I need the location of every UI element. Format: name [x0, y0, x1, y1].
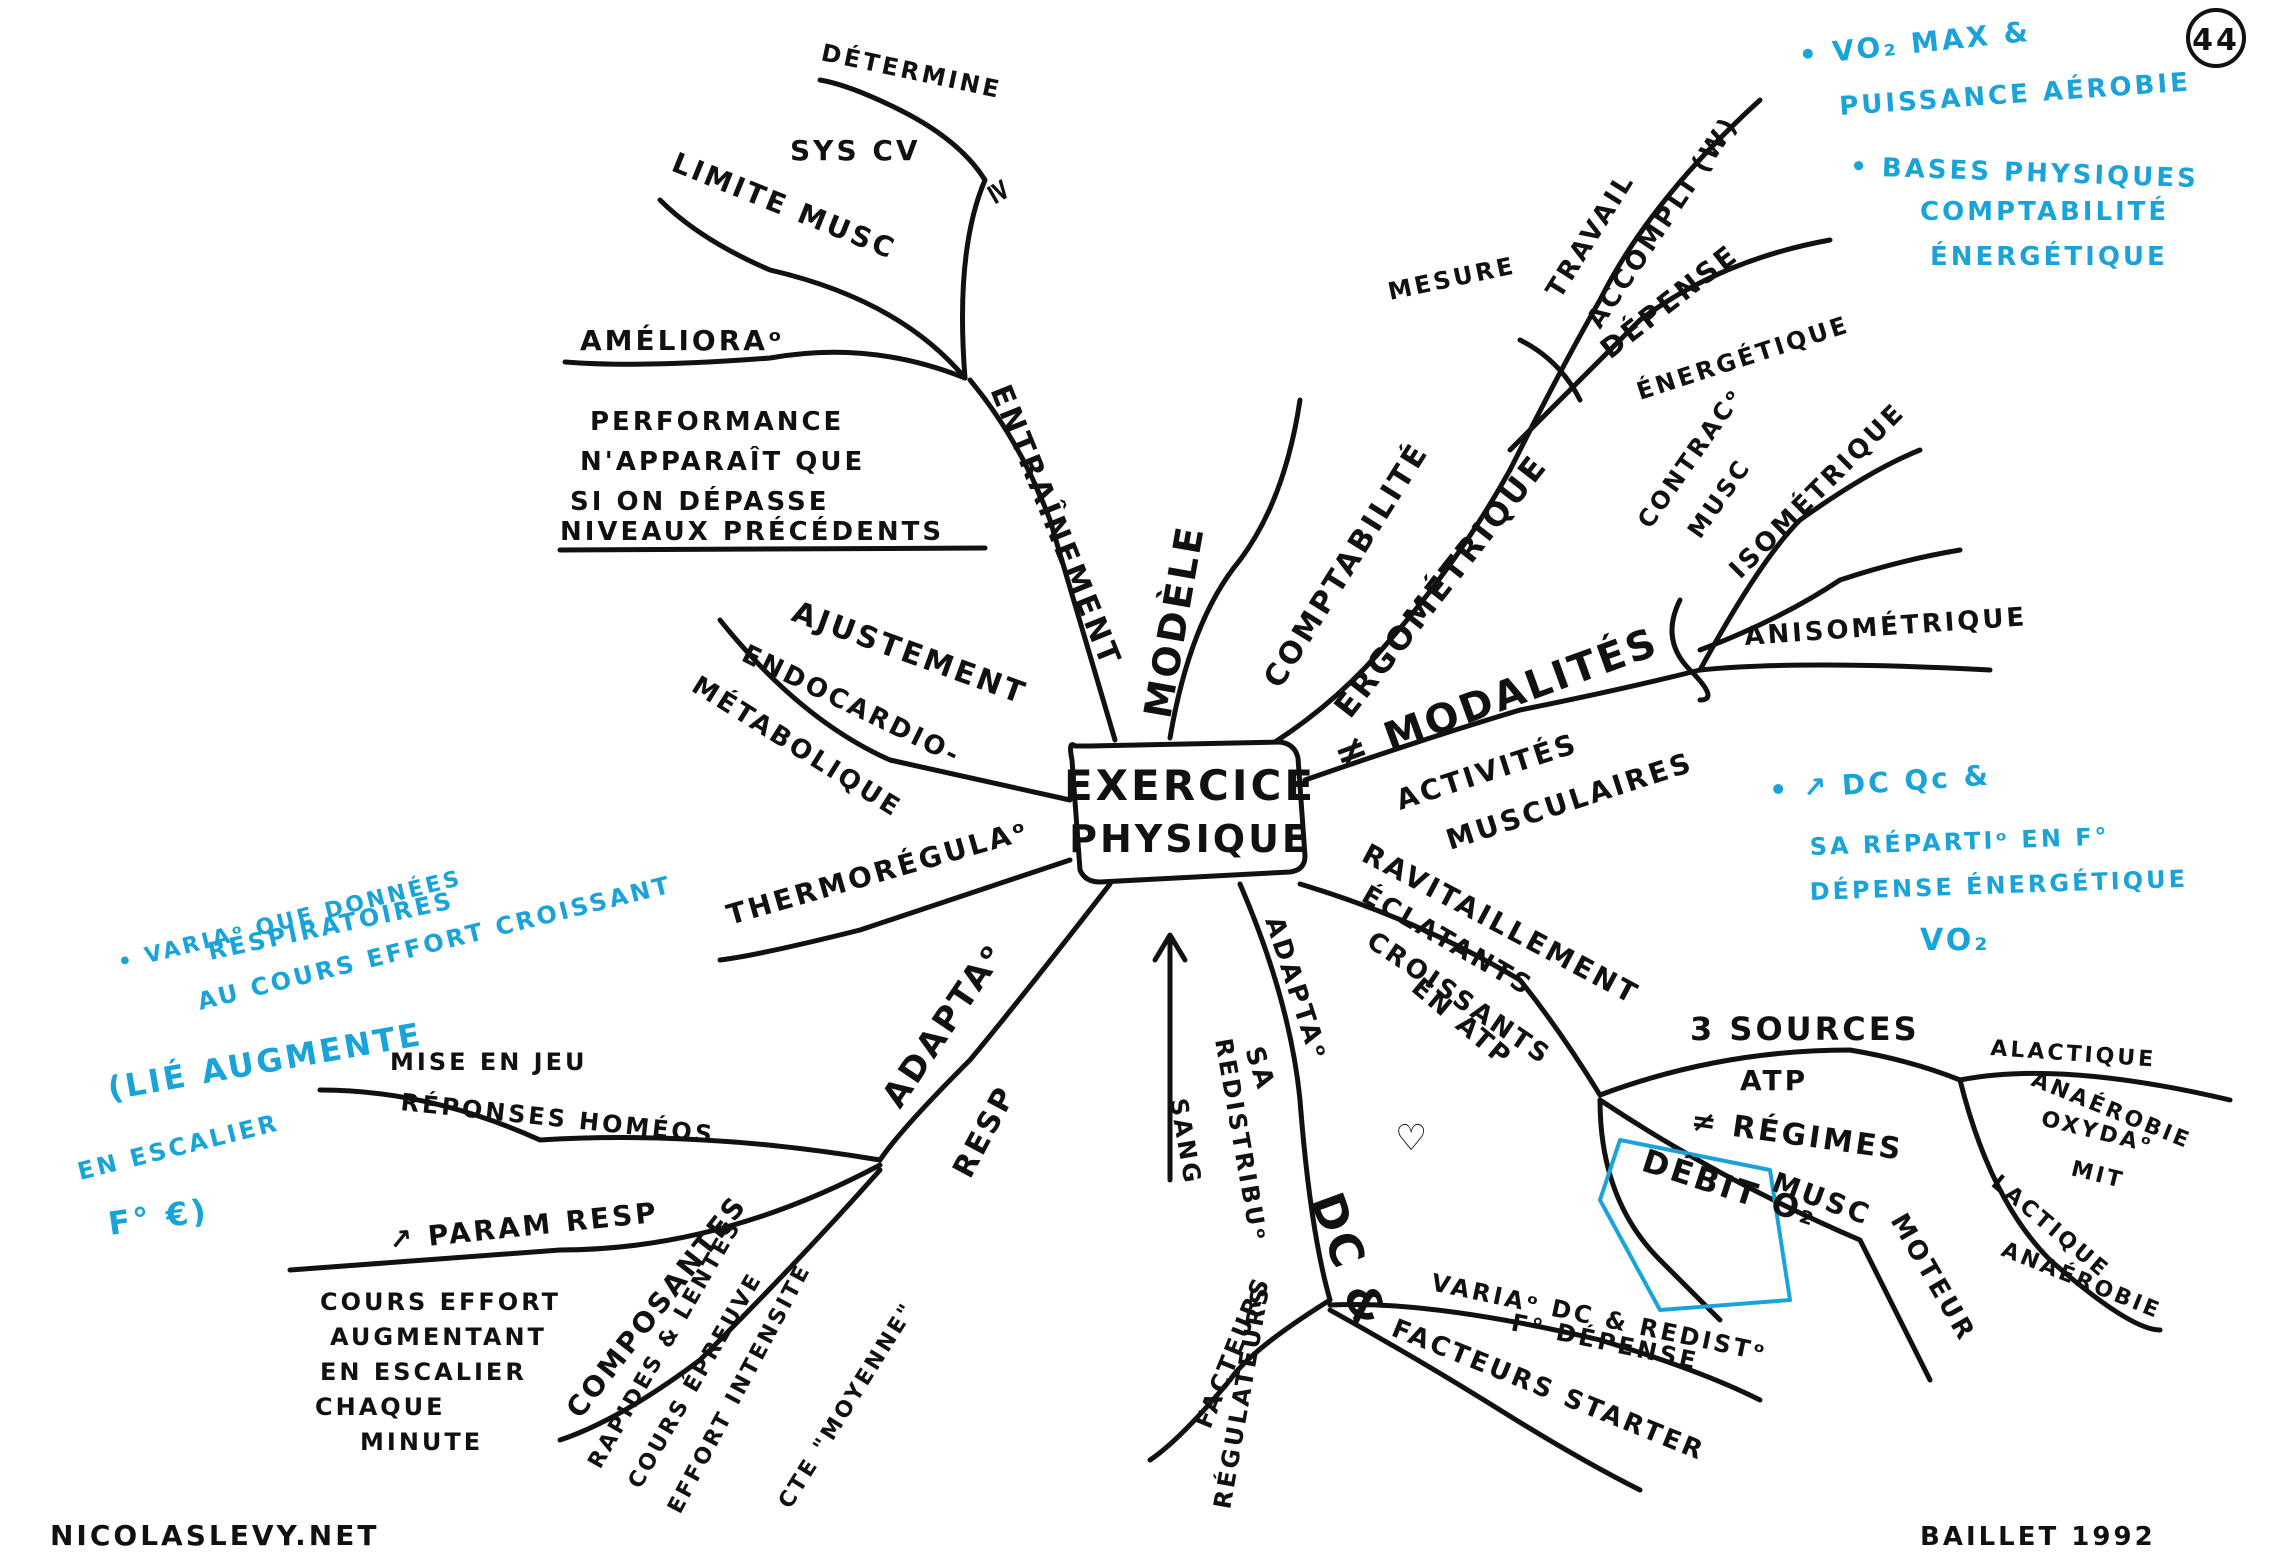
text-napparait: N'APPARAÎT QUE — [580, 445, 865, 477]
footer-website: NICOLASLEVY.NET — [50, 1519, 379, 1552]
branch-anaerobie — [1957, 1077, 2163, 1333]
branch-adaptation-resp — [877, 881, 1113, 1163]
branch-facteurs-starter — [1327, 1307, 1643, 1493]
label-isometrique: ISOMÉTRIQUE — [1722, 396, 1911, 585]
label-adaptation-sa: ADAPTAᵒ — [1258, 913, 1333, 1065]
note-depense-energetique: DÉPENSE ÉNERGÉTIQUE — [1809, 864, 2188, 906]
text-augmentant: AUGMENTANT — [330, 1323, 547, 1351]
note-bases-physiques: • BASES PHYSIQUES — [1850, 152, 2199, 194]
branch-modele — [1167, 397, 1303, 741]
branch-entrainement-amelioration — [562, 349, 968, 381]
branch-alactique — [1957, 1070, 2233, 1103]
debit-o2-highlight-box — [1598, 1138, 1792, 1312]
branch-contrac — [1697, 447, 1923, 673]
label-alactique: ALACTIQUE — [1990, 1036, 2157, 1073]
note-puissance-aerobie: PUISSANCE AÉROBIE — [1838, 65, 2192, 121]
label-mit: MIT — [2069, 1157, 2128, 1194]
text-performance: PERFORMANCE — [590, 407, 844, 437]
branch-facteurs-regulateurs — [1147, 1297, 1333, 1463]
center-title-line2: PHYSIQUE — [1069, 817, 1311, 861]
branch-mise-en-jeu — [317, 1087, 883, 1163]
branch-ravitaillement — [1297, 881, 1603, 1098]
branch-moteur — [1597, 1097, 1933, 1383]
text-niveaux: NIVEAUX PRÉCÉDENTS — [560, 515, 944, 547]
label-3-sources: 3 SOURCES — [1690, 1010, 1920, 1048]
label-resp: RESP — [946, 1080, 1023, 1184]
note-comptabilite: COMPTABILITÉ — [1920, 195, 2169, 227]
label-dc: DC & — [1300, 1185, 1399, 1335]
label-anisometrique: ANISOMÉTRIQUE — [1743, 600, 2028, 652]
underline-niveaux — [557, 545, 988, 553]
text-minute: MINUTE — [360, 1428, 483, 1456]
bracket-modalites — [1669, 597, 1711, 703]
label-entrainement: ENTRAÎNEMENT — [983, 380, 1129, 673]
branch-param — [287, 1162, 883, 1273]
branch-isometrique — [1697, 547, 1963, 653]
note-vo2: VO₂ — [1920, 923, 1990, 958]
label-determine: DÉTERMINE — [819, 38, 1005, 105]
branch-variation-dc — [1327, 1301, 1763, 1403]
branch-ajustement — [717, 617, 1073, 803]
label-sys-cv: SYS CV — [790, 134, 921, 167]
page-number: 44 — [2192, 23, 2240, 58]
branch-composantes — [557, 1167, 883, 1443]
branch-modalites — [1302, 662, 1993, 783]
center-title-line1: EXERCICE — [1064, 761, 1316, 810]
label-mesure: MESURE — [1385, 251, 1518, 305]
text-si-on-depasse: SI ON DÉPASSE — [570, 485, 830, 517]
branch-trois-sources — [1597, 1047, 1963, 1098]
branch-thermo — [717, 857, 1073, 963]
branch-depense — [1507, 237, 1833, 453]
note-en-escalier: EN ESCALIER — [75, 1109, 282, 1186]
arrow-up — [1152, 932, 1188, 1183]
note-vo2-max: • VO₂ MAX & — [1797, 15, 2032, 72]
note-energetique: ÉNERGÉTIQUE — [1930, 240, 2168, 272]
branch-entrainement-limite — [657, 197, 968, 381]
text-cours-effort: COURS EFFORT — [320, 1288, 561, 1316]
label-moteur: MOTEUR — [1884, 1209, 1981, 1348]
text-en-escalier: EN ESCALIER — [320, 1358, 527, 1386]
footer-author-year: BAILLET 1992 — [1920, 1522, 2156, 1552]
branch-adaptation-sa — [1237, 881, 1333, 1303]
label-atp: ATP — [1740, 1064, 1808, 1097]
page-number-circle — [2186, 8, 2246, 68]
line-mesure — [1517, 337, 1583, 403]
center-box — [1068, 739, 1308, 885]
label-amelioration: AMÉLIORAᵒ — [580, 323, 785, 357]
text-chaque: CHAQUE — [315, 1393, 446, 1421]
branch-entrainement-determine — [817, 77, 988, 381]
text-cte-moyenne: CTE "MOYENNE" — [774, 1298, 922, 1513]
label-thermoregulation: THERMORÉGULAᵒ — [723, 813, 1034, 932]
branch-debit — [1597, 1097, 1723, 1323]
note-dc-qc: • ↗ DC Qc & — [1768, 759, 1992, 807]
branch-entrainement — [967, 377, 1118, 743]
branch-ergometrique — [1507, 97, 1763, 473]
branch-comptabilite — [1272, 467, 1513, 745]
label-mise-en-jeu: MISE EN JEU — [390, 1048, 588, 1076]
note-f-euro: F° €) — [106, 1191, 211, 1243]
heart-icon: ♡ — [1395, 1118, 1430, 1159]
note-sa-repartition: SA RÉPARTIᵒ EN F° — [1809, 822, 2110, 861]
label-regimes: ≠ RÉGIMES — [1689, 1102, 1906, 1167]
